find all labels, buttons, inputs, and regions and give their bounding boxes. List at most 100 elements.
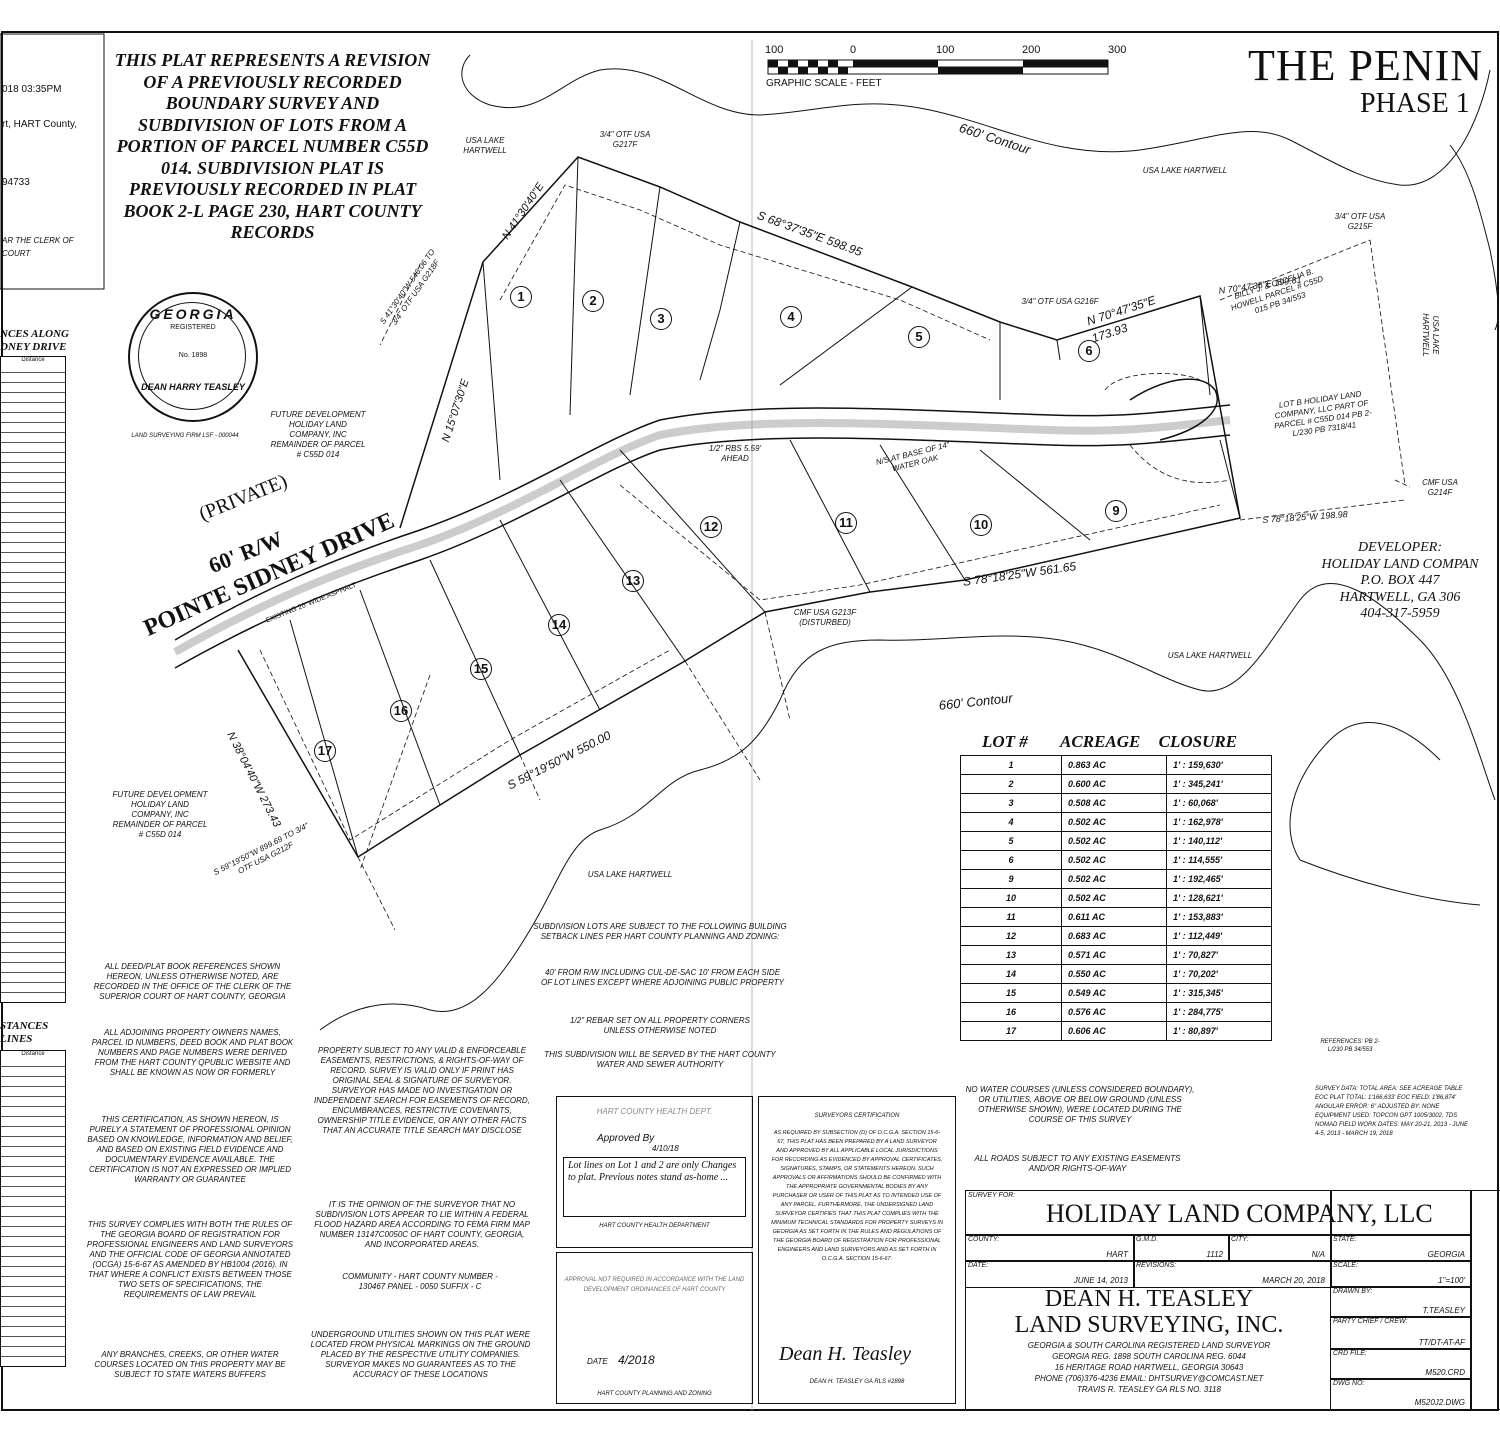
tb-crd-label: CRD FILE:: [1333, 1350, 1367, 1357]
acreage-closure: 1' : 159,630': [1166, 755, 1272, 775]
note-utilities: UNDERGROUND UTILITIES SHOWN ON THIS PLAT…: [310, 1330, 531, 1379]
tb-side-strip: [1470, 1190, 1500, 1410]
health-approved: Approved By: [597, 1133, 655, 1144]
monument-g215f: 3/4" OTF USA G215F: [1334, 212, 1386, 231]
planning-line: APPROVAL NOT REQUIRED IN ACCORDANCE WITH…: [564, 1277, 745, 1293]
note-owners: ALL ADJOINING PROPERTY OWNERS NAMES, PAR…: [91, 1028, 294, 1077]
acreage-lot: 6: [960, 850, 1062, 870]
planning-date-label: DATE: [587, 1357, 608, 1366]
lot-number-1: 1: [510, 286, 532, 308]
tb-drawn: DRAWN BY: T.TEASLEY: [1330, 1286, 1472, 1318]
tb-county-label: COUNTY:: [968, 1236, 1000, 1243]
plat-phase: PHASE 1: [1360, 88, 1470, 119]
tb-drawn-value: T.TEASLEY: [1422, 1306, 1465, 1315]
lot-number-9: 9: [1105, 500, 1127, 522]
lake-label-4: USA LAKE HARTWELL: [1167, 651, 1253, 660]
lot-number-17: 17: [314, 740, 336, 762]
acreage-closure: 1' : 112,449': [1166, 926, 1272, 946]
tb-date-value: JUNE 14, 2013: [1073, 1276, 1128, 1285]
acreage-lot: 16: [960, 1002, 1062, 1022]
developer-title: DEVELOPER:: [1358, 540, 1442, 555]
monument-g214f: CMF USA G214F: [1422, 478, 1458, 497]
acreage-closure: 1' : 128,621': [1166, 888, 1272, 908]
lot-number-2: 2: [582, 290, 604, 312]
recording-clerk: AR THE CLERK OF: [2, 236, 74, 245]
survey-data: SURVEY DATA: TOTAL AREA: SEE ACREAGE TAB…: [1315, 1086, 1469, 1137]
seal-name: DEAN HARRY TEASLEY: [141, 382, 245, 392]
health-date: 4/10/18: [652, 1144, 679, 1153]
tb-rev-value: MARCH 20, 2018: [1262, 1276, 1325, 1285]
scale-tick-100b: 100: [936, 44, 955, 56]
tb-crd: CRD FILE: M520.CRD: [1330, 1348, 1472, 1380]
lake-label-1: USA LAKE HARTWELL: [463, 136, 507, 155]
tb-scale-value: 1"=100': [1438, 1276, 1465, 1285]
acreage-closure: 1' : 192,465': [1166, 869, 1272, 889]
tb-client: HOLIDAY LAND COMPANY, LLC: [1046, 1199, 1433, 1228]
acreage-lot: 4: [960, 812, 1062, 832]
tb-city-value: N/A: [1311, 1250, 1325, 1259]
tb-gmd-value: 1112: [1206, 1250, 1223, 1259]
acreage-lot: 10: [960, 888, 1062, 908]
lot-number-15: 15: [470, 658, 492, 680]
acreage-col-closure: CLOSURE: [1158, 732, 1238, 751]
acreage-value: 0.502 AC: [1061, 869, 1167, 889]
planning-caption: HART COUNTY PLANNING AND ZONING: [597, 1391, 712, 1397]
acreage-lot: 15: [960, 983, 1062, 1003]
acreage-value: 0.502 AC: [1061, 888, 1167, 908]
health-handwritten-note: Lot lines on Lot 1 and 2 are only Change…: [563, 1157, 746, 1217]
acreage-value: 0.508 AC: [1061, 793, 1167, 813]
acreage-lot: 12: [960, 926, 1062, 946]
scale-label: GRAPHIC SCALE - FEET: [766, 78, 882, 89]
tb-firm-line-5: 16 HERITAGE ROAD HARTWELL, GEORGIA 30643: [1054, 1363, 1244, 1372]
acreage-value: 0.502 AC: [1061, 850, 1167, 870]
note-water: THIS SUBDIVISION WILL BE SERVED BY THE H…: [544, 1050, 776, 1069]
surveyor-cert-body: AS REQUIRED BY SUBSECTION (d) OF O.C.G.A…: [771, 1130, 943, 1262]
lot-number-16: 16: [390, 700, 412, 722]
tb-crew-label: PARTY CHIEF / CREW:: [1333, 1318, 1408, 1325]
tb-state-label: STATE:: [1333, 1236, 1357, 1243]
tb-survey-for: SURVEY FOR: HOLIDAY LAND COMPANY, LLC: [965, 1190, 1433, 1236]
acreage-value: 0.863 AC: [1061, 755, 1167, 775]
plat-title: THE PENIN: [1248, 41, 1484, 90]
acreage-value: 0.611 AC: [1061, 907, 1167, 927]
acreage-closure: 1' : 114,555': [1166, 850, 1272, 870]
monument-g217f: 3/4" OTF USA G217F: [599, 130, 651, 149]
note-certification: THIS CERTIFICATION, AS SHOWN HEREON, IS …: [87, 1115, 293, 1184]
developer-name: HOLIDAY LAND COMPAN: [1321, 556, 1479, 572]
tb-firm: DEAN H. TEASLEY LAND SURVEYING, INC. GEO…: [968, 1286, 1330, 1395]
tb-dwg-value: M520J2.DWG: [1414, 1398, 1465, 1407]
tb-scale-label: SCALE:: [1333, 1262, 1358, 1269]
tb-revisions: REVISIONS: MARCH 20, 2018: [1133, 1260, 1332, 1288]
rebar-note: 1/2" RBS 5.59' Ahead: [709, 444, 761, 463]
health-dept-stamp: HART COUNTY HEALTH DEPT. Approved By 4/1…: [556, 1096, 753, 1248]
note-deed: ALL DEED/PLAT BOOK REFERENCES SHOWN HERE…: [93, 962, 292, 1001]
tb-state: STATE: GEORGIA: [1330, 1234, 1472, 1262]
scale-tick-300: 300: [1108, 44, 1127, 56]
recording-box: 018 03:35PM rt, HART County, 94733 AR TH…: [2, 83, 102, 260]
tb-dwg-label: DWG NO:: [1333, 1380, 1365, 1387]
left-distance-table-1: Distance: [0, 356, 66, 1003]
lot-number-10: 10: [970, 514, 992, 536]
lot-number-14: 14: [548, 614, 570, 636]
surveyor-cert-caption: DEAN H. TEASLEY GA RLS #2898: [809, 1379, 905, 1385]
monument-g213f: CMF USA G213F (DISTURBED): [793, 608, 857, 627]
acreage-value: 0.600 AC: [1061, 774, 1167, 794]
acreage-value: 0.606 AC: [1061, 1021, 1167, 1041]
scale-tick-100a: 100: [765, 44, 784, 56]
acreage-value: 0.550 AC: [1061, 964, 1167, 984]
acreage-value: 0.571 AC: [1061, 945, 1167, 965]
note-community: COMMUNITY - HART COUNTY NUMBER - 130467 …: [342, 1272, 498, 1291]
tb-crew: PARTY CHIEF / CREW: TT/DT-AT-AF: [1330, 1316, 1472, 1350]
tb-rev-label: REVISIONS:: [1136, 1262, 1177, 1269]
acreage-lot: 1: [960, 755, 1062, 775]
monument-g216f: 3/4" OTF USA G216F: [1021, 297, 1099, 306]
recording-county: rt, HART County,: [2, 119, 78, 130]
acreage-closure: 1' : 60,068': [1166, 793, 1272, 813]
